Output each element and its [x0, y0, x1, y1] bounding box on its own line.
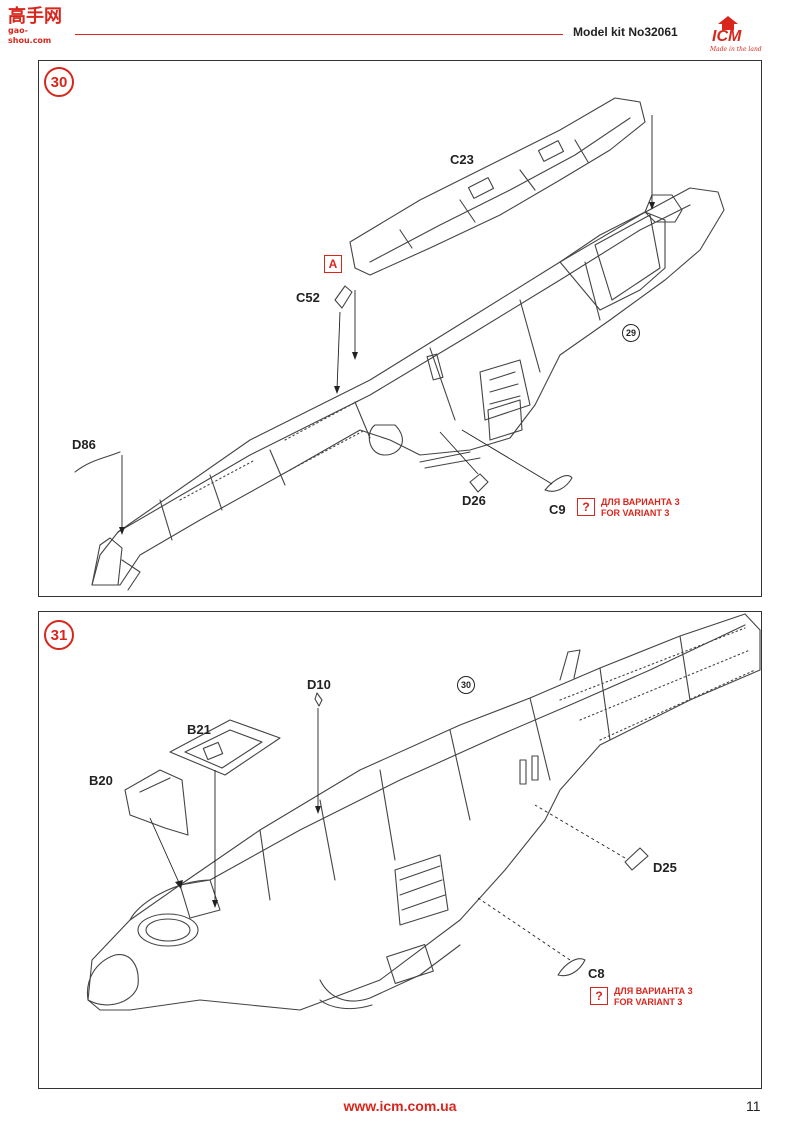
part-b21-label: B21 [187, 722, 211, 737]
watermark-main: 高手网 [8, 6, 62, 27]
page-number: 11 [746, 1098, 761, 1114]
step30-guide-lines [121, 115, 653, 530]
step30-variant-help-icon: ? [577, 498, 595, 516]
step30-variant-note: ДЛЯ ВАРИАНТА 3 FOR VARIANT 3 [601, 497, 680, 519]
step30-fuselage-icon [91, 187, 725, 591]
step-31-ref-badge: 30 [457, 676, 475, 694]
step31-b20-part-icon [124, 769, 189, 836]
model-kit-label: Model kit No32061 [573, 25, 678, 39]
part-d86-label: D86 [72, 437, 96, 452]
step30-c52-part-icon [334, 285, 353, 309]
logo-text: ICM [712, 28, 742, 45]
marker-a-box: A [324, 255, 342, 273]
part-d10-label: D10 [307, 677, 331, 692]
step31-d10-part-icon [314, 692, 323, 707]
step30-arrowheads [119, 202, 655, 535]
step31-variant-help-icon: ? [590, 987, 608, 1005]
step31-note-line1: ДЛЯ ВАРИАНТА 3 [614, 986, 693, 996]
part-c9-label: C9 [549, 502, 566, 517]
footer-url[interactable]: www.icm.com.ua [343, 1098, 457, 1114]
part-d26-label: D26 [462, 493, 486, 508]
step31-guide-lines [149, 708, 626, 961]
part-c8-label: C8 [588, 966, 605, 981]
watermark-sub: gao-shou.com [8, 26, 52, 45]
header-rule [75, 34, 563, 35]
step-30-panel [38, 60, 762, 597]
step30-note-line1: ДЛЯ ВАРИАНТА 3 [601, 497, 680, 507]
logo-shape-icon [718, 16, 738, 30]
step-30-ref-badge: 29 [622, 324, 640, 342]
step31-fuselage-icon [86, 613, 761, 1011]
logo-tagline: Made in the land [710, 46, 762, 53]
part-c23-label: C23 [450, 152, 474, 167]
part-c52-label: C52 [296, 290, 320, 305]
step30-d26-part-icon [469, 473, 489, 493]
step31-arrowheads [175, 806, 321, 908]
step-31-badge: 31 [44, 620, 74, 650]
step30-c9-part-icon [544, 475, 573, 492]
part-d25-label: D25 [653, 860, 677, 875]
step30-d86-antenna-icon [74, 451, 121, 473]
step31-c8-part-icon [557, 958, 586, 977]
step30-note-line2: FOR VARIANT 3 [601, 508, 670, 518]
step30-c23-panel-icon [349, 97, 646, 276]
step31-d25-part-icon [624, 847, 649, 871]
step31-variant-note: ДЛЯ ВАРИАНТА 3 FOR VARIANT 3 [614, 986, 693, 1008]
step31-note-line2: FOR VARIANT 3 [614, 997, 683, 1007]
icm-logo: ICM Made in the land [698, 14, 768, 54]
step31-b21-canopy-icon [169, 719, 281, 776]
watermark: 高手网 gao-shou.com [8, 6, 70, 46]
part-b20-label: B20 [89, 773, 113, 788]
step-30-badge: 30 [44, 67, 74, 97]
